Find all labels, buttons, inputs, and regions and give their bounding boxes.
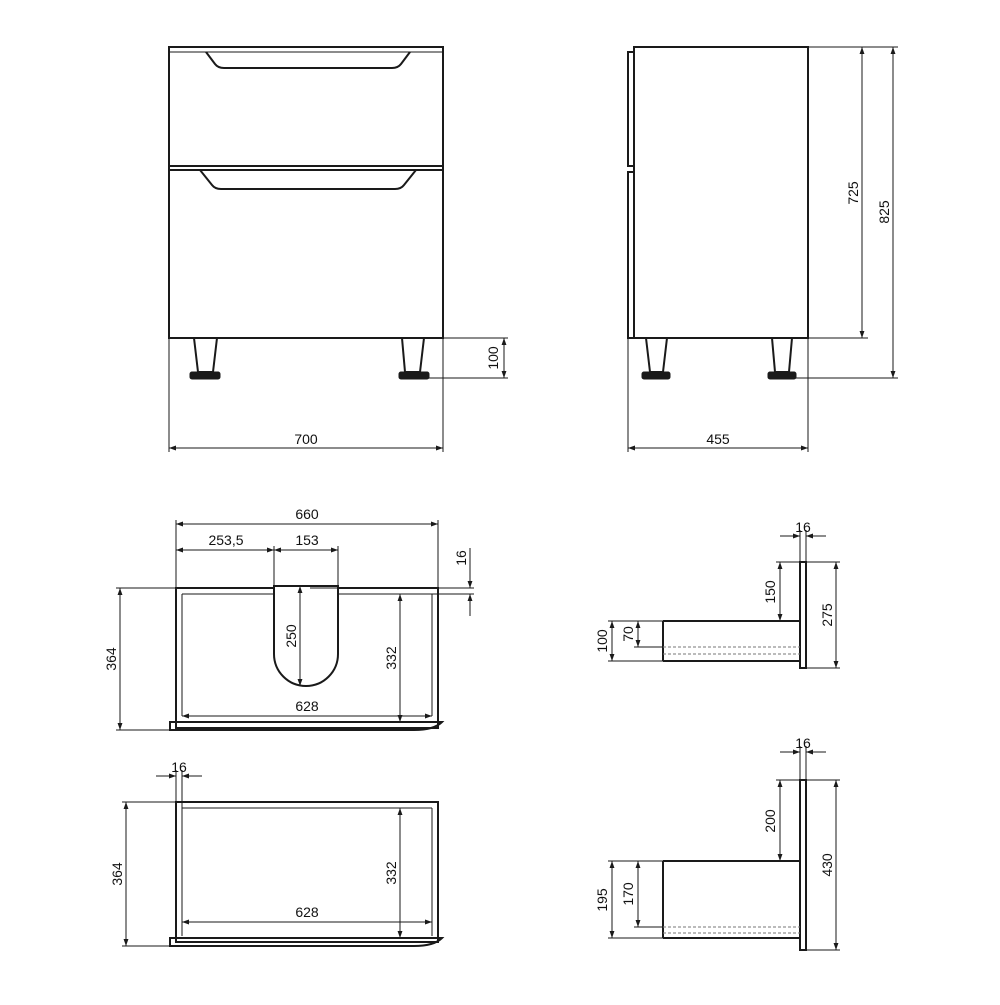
cutout-depth-label: 250 [283, 624, 299, 648]
side-back-foot [767, 371, 797, 380]
upper-drawer-front-edge [627, 51, 635, 167]
plan-depth-label: 364 [103, 647, 119, 671]
side-total-height-label: 825 [876, 200, 892, 224]
side-body [633, 46, 809, 339]
siphon-cutout [273, 585, 339, 687]
left-leg-foot [189, 371, 221, 380]
bottom-drawer-outline [175, 801, 439, 943]
bottom-plan-thickness-label: 16 [171, 759, 187, 775]
cutout-width-label: 153 [295, 532, 319, 548]
plan-overall-width-label: 660 [295, 506, 319, 522]
bottom-drawer-plan: 16 364 332 628 [109, 759, 445, 947]
cutout-offset-label: 253,5 [208, 532, 243, 548]
plan-thickness-label: 16 [453, 550, 469, 566]
upper-drawer-handle [205, 51, 411, 69]
top-section-side-height-label: 100 [594, 629, 610, 653]
top-section-front-height-label: 275 [819, 603, 835, 627]
top-section-thickness-label: 16 [795, 519, 811, 535]
bottom-plan-depth-label: 364 [109, 862, 125, 886]
bottom-plan-inner-width-label: 628 [295, 904, 319, 920]
right-leg-foot [398, 371, 430, 380]
top-drawer-section: 16 150 275 100 70 [594, 519, 840, 669]
bottom-section-inner-height-label: 170 [620, 882, 636, 906]
top-section-front-panel [799, 561, 807, 669]
front-view: 700 100 [168, 46, 508, 452]
bottom-section-side-height-label: 195 [594, 888, 610, 912]
top-drawer-plan: 660 253,5 153 16 364 250 332 628 [103, 506, 474, 731]
bottom-section-thickness-label: 16 [795, 735, 811, 751]
bottom-section-upper-label: 200 [762, 809, 778, 833]
bottom-drawer-section: 16 200 430 195 170 [594, 735, 840, 951]
plan-inner-depth-label: 332 [383, 646, 399, 670]
bottom-drawer-front-panel [169, 937, 445, 947]
side-back-leg [770, 337, 794, 373]
plan-inner-width-label: 628 [295, 698, 319, 714]
bottom-section-front-panel [799, 779, 807, 951]
lower-drawer-front-edge [627, 171, 635, 339]
cabinet-body [168, 46, 444, 339]
side-front-foot [641, 371, 671, 380]
bottom-section-side-wall [662, 860, 800, 939]
drawer-gap [168, 165, 444, 171]
lower-drawer-handle [199, 169, 417, 190]
top-drawer-front-panel [169, 721, 445, 731]
front-width-label: 700 [294, 431, 318, 447]
right-leg [400, 337, 426, 373]
left-leg [192, 337, 219, 373]
side-view: 455 725 825 [627, 46, 898, 452]
top-section-side-wall [662, 620, 800, 662]
top-section-upper-label: 150 [762, 580, 778, 604]
side-body-height-label: 725 [845, 181, 861, 205]
bottom-plan-inner-depth-label: 332 [383, 861, 399, 885]
side-depth-label: 455 [706, 431, 730, 447]
front-leg-height-label: 100 [485, 346, 501, 370]
top-section-inner-height-label: 70 [620, 626, 636, 642]
bottom-section-front-height-label: 430 [819, 853, 835, 877]
side-front-leg [644, 337, 669, 373]
